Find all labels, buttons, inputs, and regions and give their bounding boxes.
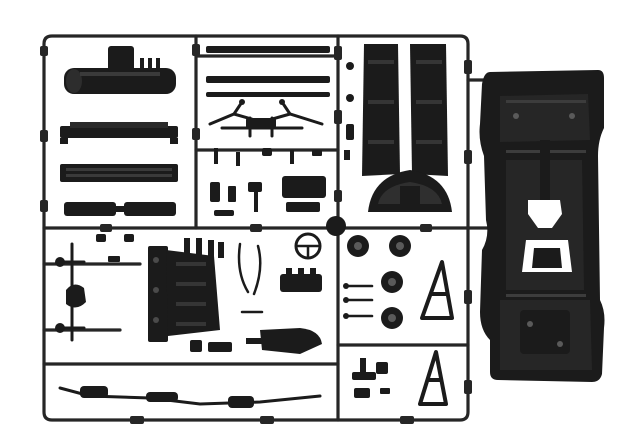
link-ends bbox=[343, 283, 349, 319]
long-bar-parts bbox=[206, 46, 330, 97]
axle-link-parts bbox=[344, 284, 374, 318]
outer-runner bbox=[42, 34, 470, 422]
seat-back-part bbox=[368, 170, 452, 212]
a-frame-part-lower bbox=[418, 350, 448, 406]
transmission-part bbox=[190, 328, 322, 354]
lower-left-bits bbox=[55, 234, 134, 333]
rear-valance-part bbox=[64, 202, 176, 216]
grille-part bbox=[60, 164, 178, 182]
runner-tabs bbox=[40, 44, 472, 424]
small-pin-parts bbox=[214, 148, 322, 166]
suspension-detail bbox=[239, 99, 285, 128]
engine-cover-part bbox=[64, 46, 176, 94]
floor-panel-right bbox=[410, 44, 448, 176]
bumper-part bbox=[60, 122, 178, 144]
mufflers-part bbox=[80, 386, 254, 408]
chassis-part bbox=[479, 70, 605, 382]
steering-wheel-part bbox=[294, 232, 322, 260]
bracket-parts bbox=[210, 176, 326, 216]
engine-block-part bbox=[148, 246, 220, 342]
floor-panel-left bbox=[362, 44, 400, 176]
pedal-linkage-part bbox=[352, 358, 390, 398]
small-interior-bits bbox=[344, 62, 354, 160]
hub-circle-part bbox=[326, 216, 346, 236]
wire-parts bbox=[237, 242, 264, 314]
intake-manifold-part bbox=[280, 268, 322, 292]
spring-shock-parts bbox=[184, 238, 224, 258]
wheel-parts bbox=[347, 235, 411, 329]
a-frame-part-upper bbox=[420, 260, 454, 320]
